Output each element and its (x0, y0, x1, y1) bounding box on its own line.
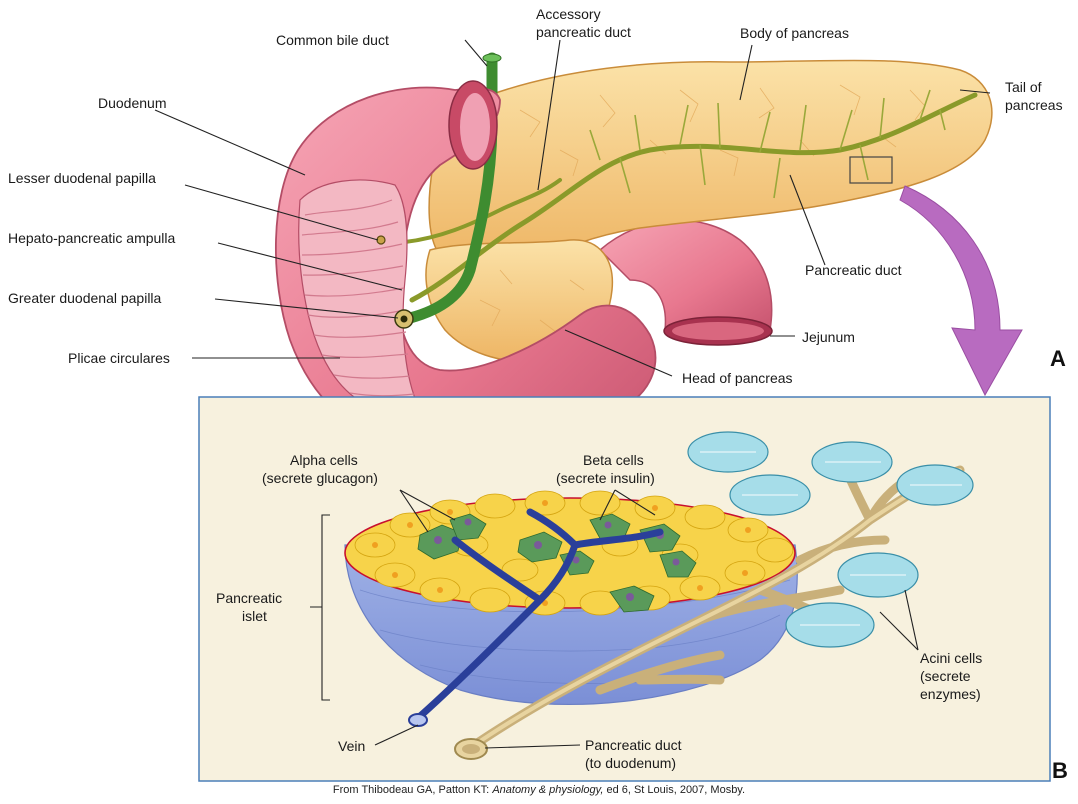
lesser-papilla (376, 235, 386, 245)
citation-title: Anatomy & physiology, (492, 784, 604, 796)
label-tail-1: Tail of (1005, 79, 1042, 95)
label-body-of-pancreas: Body of pancreas (740, 25, 849, 41)
panel-letter-b: B (1052, 758, 1068, 783)
inset-box (849, 156, 893, 184)
label-common-bile-duct: Common bile duct (276, 32, 389, 48)
citation-prefix: From Thibodeau GA, Patton KT: (332, 784, 493, 796)
label-tail-2: pancreas (1005, 97, 1063, 113)
label-greater-papilla: Greater duodenal papilla (8, 290, 162, 306)
label-jejunum: Jejunum (802, 329, 855, 345)
label-acini-3: enzymes) (920, 686, 981, 702)
label-alpha-2: (secrete glucagon) (262, 470, 378, 486)
label-accessory-duct-2: pancreatic duct (536, 24, 631, 40)
zoom-arrow (899, 185, 1023, 397)
citation-suffix: ed 6, St Louis, 2007, Mosby. (603, 784, 746, 796)
label-vein: Vein (338, 738, 365, 754)
islet-bracket (310, 514, 330, 701)
label-duct-1: Pancreatic duct (585, 737, 682, 753)
panel-letter-a: A (1050, 346, 1066, 371)
label-duct-2: (to duodenum) (585, 755, 676, 771)
label-plicae: Plicae circulares (68, 350, 170, 366)
label-lesser-papilla: Lesser duodenal papilla (8, 170, 156, 186)
label-duodenum: Duodenum (98, 95, 167, 111)
panel-a-labels: Common bile duct Accessory pancreatic du… (8, 6, 1066, 386)
label-islet-2: islet (242, 608, 267, 624)
panel-a-illustration (154, 39, 1023, 454)
label-alpha-1: Alpha cells (290, 452, 358, 468)
label-islet-1: Pancreatic (216, 590, 282, 606)
vein (414, 508, 664, 722)
accessory-duct (403, 178, 562, 244)
label-pancreatic-duct: Pancreatic duct (805, 262, 902, 278)
label-ampulla: Hepato-pancreatic ampulla (8, 230, 176, 246)
label-beta-2: (secrete insulin) (556, 470, 655, 486)
label-beta-1: Beta cells (583, 452, 644, 468)
label-acini-2: (secrete (920, 668, 971, 684)
label-accessory-duct-1: Accessory (536, 6, 601, 22)
label-head-of-pancreas: Head of pancreas (682, 370, 793, 386)
figure-citation: From Thibodeau GA, Patton KT: Anatomy & … (0, 784, 1078, 796)
panel-b (198, 396, 1051, 782)
panel-b-labels: Alpha cells (secrete glucagon) Beta cell… (216, 452, 1068, 783)
pancreatic-duct-main (409, 92, 978, 303)
label-acini-1: Acini cells (920, 650, 982, 666)
